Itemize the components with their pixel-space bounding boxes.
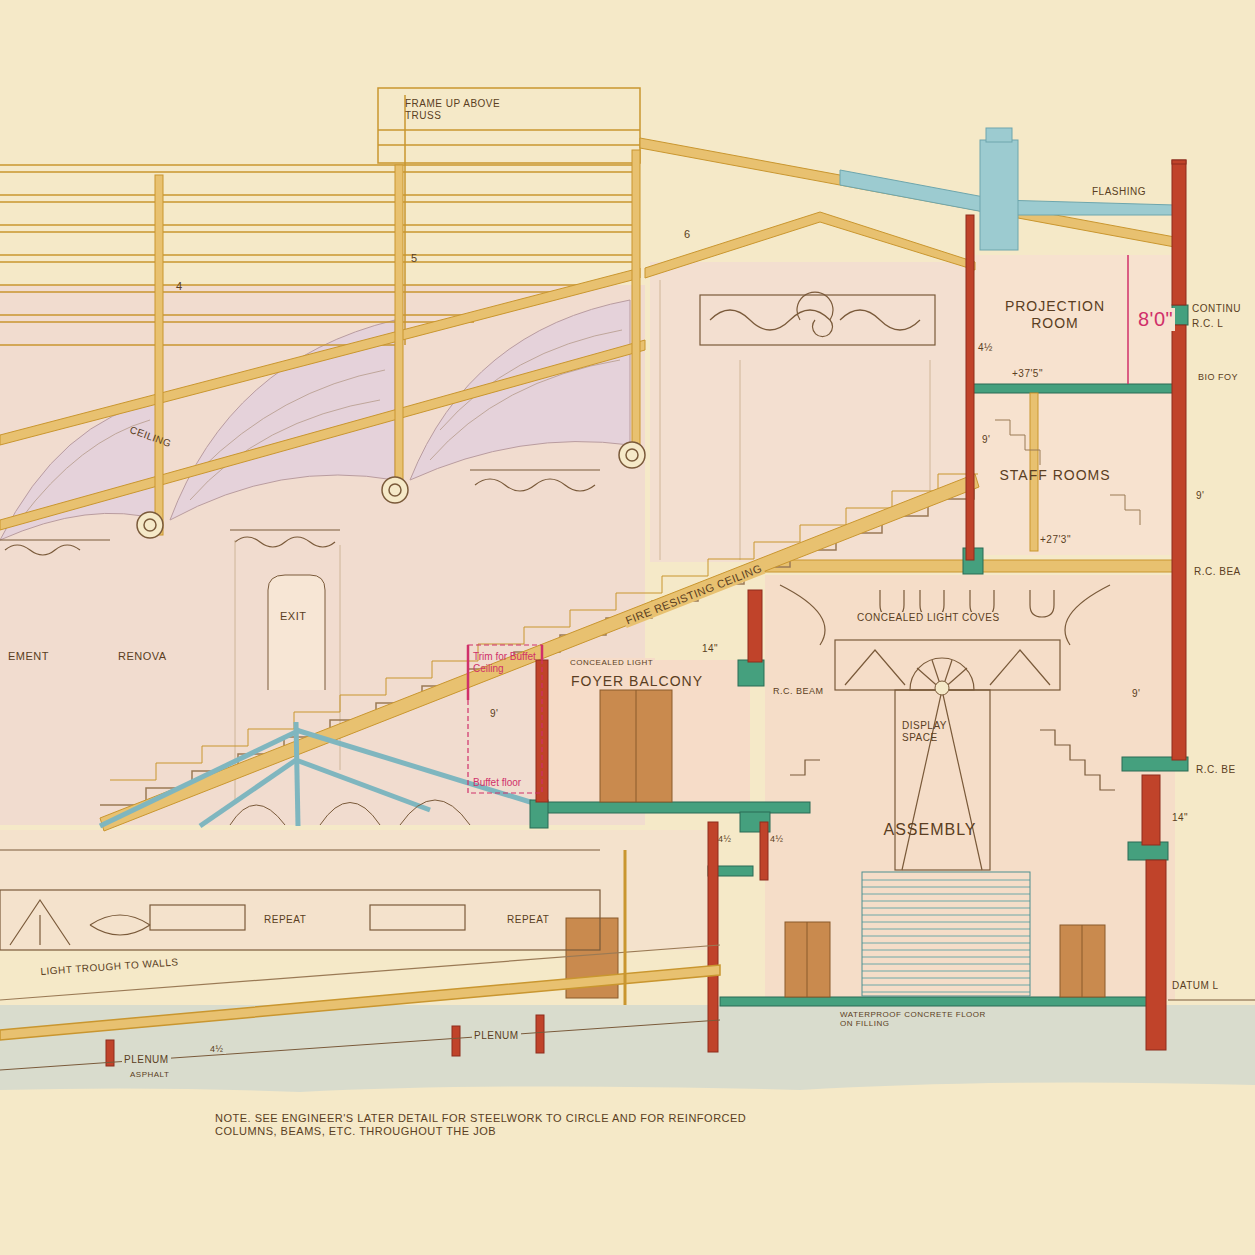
note-label: FLASHING [1092, 186, 1146, 198]
note-label: EXIT [280, 610, 306, 623]
room-label: STAFF ROOMS [985, 430, 1125, 520]
note-label: R.C. BEA [1194, 566, 1241, 578]
dimension-label: 9' [490, 708, 498, 720]
callout-number: 5 [411, 252, 418, 265]
dimension-label: 8'0" [1136, 308, 1175, 331]
buffet-outline: Trim for Buffet CeilingBuffet floor [470, 648, 540, 792]
room-label: ASSEMBLY [800, 800, 1060, 860]
dimension-label: 14" [702, 643, 718, 655]
note-label: WATERPROOF CONCRETE FLOOR ON FILLING [840, 1010, 990, 1028]
red-note: Trim for Buffet Ceiling [473, 651, 537, 675]
note-label: EMENT [8, 650, 49, 663]
note-label: R.C. BEAM [773, 686, 824, 696]
red-note: Buffet floor [473, 777, 537, 789]
dimension-label: 4½ [770, 834, 784, 844]
dimension-label: 4½ [718, 834, 732, 844]
note-label: CONTINU [1192, 303, 1241, 315]
room-name: STAFF ROOMS [988, 467, 1122, 484]
room-name: FOYER BALCONY [565, 673, 709, 690]
dimension-label: 4½ [978, 342, 993, 354]
dimension-label: 9' [1132, 688, 1140, 700]
note-label: REPEAT [262, 914, 308, 926]
note-label: RENOVA [118, 650, 167, 663]
dimension-label: 4½ [208, 1044, 226, 1054]
room-label: FOYER BALCONY [562, 670, 712, 730]
note-label: R.C. L [1192, 318, 1223, 330]
note-label: DISPLAY SPACE [902, 720, 982, 743]
level-label: +27'3" [1040, 534, 1071, 546]
callout-number: 6 [684, 228, 691, 241]
dimension-label: 9' [982, 434, 990, 446]
dimension-label: 14" [1172, 812, 1188, 824]
room-name: PROJECTION ROOM [988, 298, 1122, 332]
note-label: REPEAT [505, 914, 551, 926]
general-note: NOTE. SEE ENGINEER'S LATER DETAIL FOR ST… [215, 1112, 775, 1137]
callout-number: 4 [176, 280, 183, 293]
level-label: +37'5" [1012, 368, 1043, 380]
note-label: CONCEALED LIGHT [568, 658, 655, 667]
note-label: PLENUM [122, 1054, 171, 1066]
room-name: ASSEMBLY [803, 820, 1057, 839]
note-label: CONCEALED LIGHT COVES [855, 612, 1002, 624]
note-label: BIO FOY [1198, 372, 1238, 382]
room-label: PROJECTION ROOM [985, 275, 1125, 355]
note-label: PLENUM [472, 1030, 521, 1042]
note-label: R.C. BE [1196, 764, 1236, 776]
dimension-label: 9' [1196, 490, 1204, 502]
note-label: ASPHALT [128, 1070, 171, 1079]
note-label: FRAME UP ABOVE TRUSS [405, 98, 525, 121]
note-label: DATUM L [1172, 980, 1219, 992]
